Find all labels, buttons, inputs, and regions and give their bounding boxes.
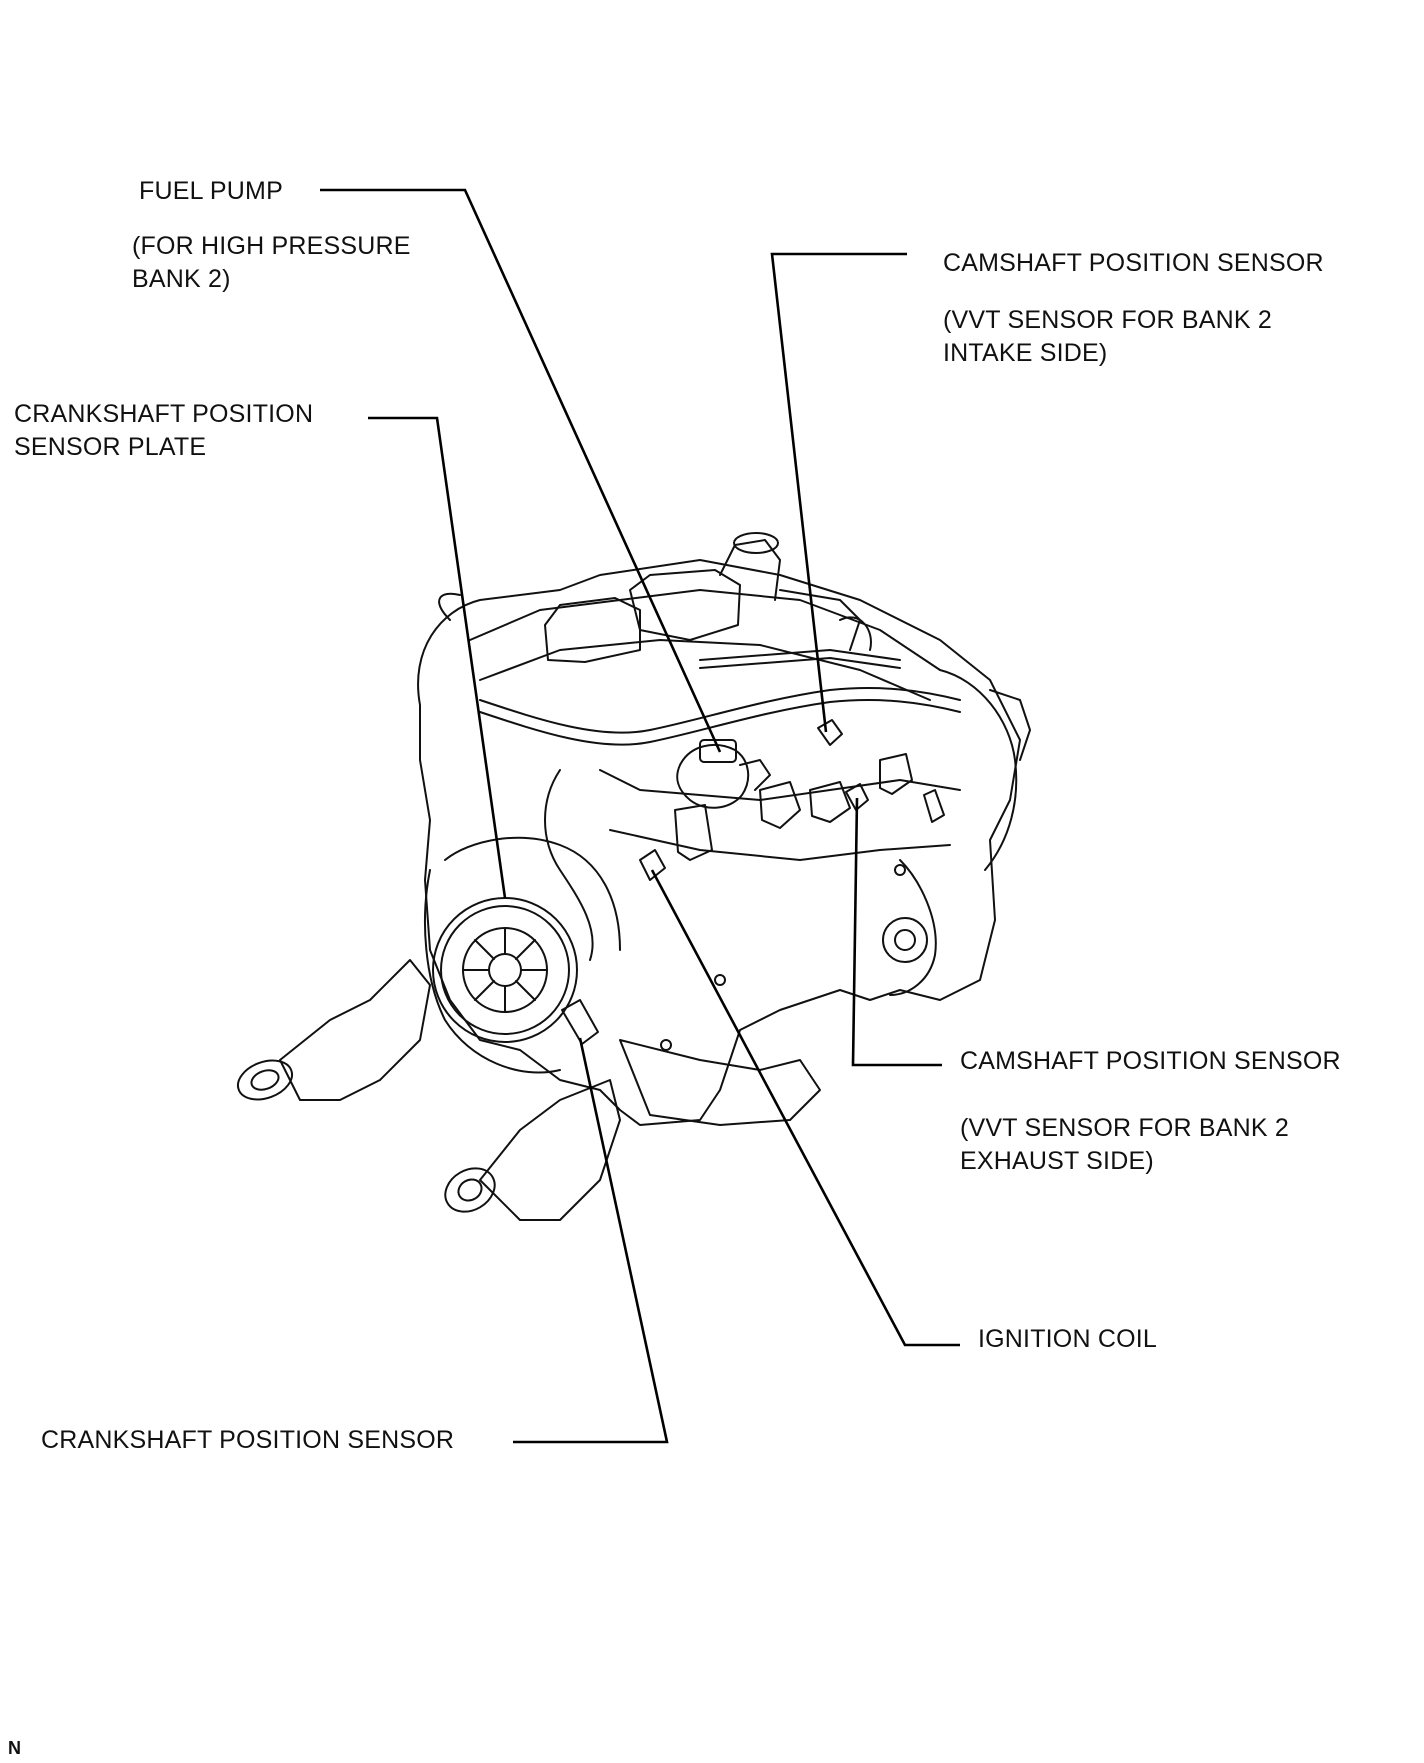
- crankshaft-sensor-leader: [513, 1037, 669, 1444]
- oil-pan: [619, 1039, 821, 1126]
- bellhousing-top: [444, 836, 621, 951]
- intake-manifold-top: [469, 589, 941, 671]
- ignition-coil-label: IGNITION COIL: [978, 1325, 1158, 1353]
- fuel-pump-note-line-1: (FOR HIGH PRESSURE: [132, 232, 411, 260]
- fuel-pump-bracket: [674, 804, 713, 861]
- sensor-plate-teeth-ring: [440, 905, 570, 1035]
- sensor-plate-outer: [432, 897, 578, 1043]
- leader-lines: [320, 188, 960, 1444]
- ignition-coil-shape-4: [639, 849, 666, 881]
- camshaft-intake-sensor-label: CAMSHAFT POSITION SENSOR: [943, 249, 1324, 277]
- fuel-rail-1: [479, 687, 961, 734]
- catalytic-converter-left: [279, 959, 431, 1101]
- front-pipe: [544, 769, 594, 961]
- filler-cap-top: [733, 532, 779, 554]
- right-end-detail: [989, 689, 1031, 761]
- hose-detail-1: [438, 592, 461, 621]
- crankshaft-plate-label-line-1: CRANKSHAFT POSITION: [14, 400, 314, 428]
- fuel-pump-leader: [320, 188, 722, 753]
- engine-illustration: [236, 532, 1031, 1221]
- oil-filler-cap: [719, 539, 781, 601]
- camshaft-intake-leader: [770, 252, 907, 733]
- bolt-1: [660, 1039, 672, 1051]
- ignition-coil-leader: [650, 869, 960, 1347]
- corner-mark: N: [8, 1738, 21, 1758]
- bolt-3: [894, 864, 906, 876]
- camshaft-exhaust-note-line-1: (VVT SENSOR FOR BANK 2: [960, 1114, 1290, 1142]
- top-cover-center: [629, 569, 741, 641]
- bellhousing-curve: [424, 869, 561, 1074]
- ignition-coil-shape-2: [809, 781, 851, 823]
- cam-sensor-exhaust-shape: [845, 783, 869, 811]
- right-flange: [444, 1167, 496, 1213]
- crankshaft-sensor-shape: [561, 999, 599, 1045]
- bolt-2: [714, 974, 726, 986]
- camshaft-intake-note-line-1: (VVT SENSOR FOR BANK 2: [943, 306, 1273, 334]
- fuel-pump-note-line-2: BANK 2): [132, 265, 231, 293]
- fuel-pump-body: [676, 744, 750, 809]
- ignition-coil-shape-3: [879, 753, 913, 795]
- right-flange-hole: [457, 1178, 483, 1202]
- catalytic-converter-right: [479, 1079, 621, 1221]
- fuel-line-upper-2: [699, 657, 901, 669]
- fuel-pump-top: [699, 739, 737, 763]
- crankshaft-plate-label-line-2: SENSOR PLATE: [14, 433, 207, 461]
- crankshaft-plate-leader: [368, 416, 507, 899]
- camshaft-exhaust-note-line-2: EXHAUST SIDE): [960, 1147, 1154, 1175]
- timing-cover-lower: [889, 859, 937, 996]
- timing-cover-outer: [939, 669, 1018, 871]
- engine-block-outline: [417, 559, 1021, 1126]
- pulley: [882, 917, 928, 963]
- camshaft-exhaust-leader: [851, 797, 942, 1067]
- pulley-hub: [894, 929, 916, 951]
- fuel-pump-label: FUEL PUMP: [139, 177, 283, 205]
- camshaft-exhaust-sensor-label: CAMSHAFT POSITION SENSOR: [960, 1047, 1341, 1075]
- hose-detail-2: [839, 616, 872, 651]
- cylinder-head-lower: [609, 829, 951, 861]
- left-flange: [236, 1059, 294, 1101]
- fuel-pump-outlet: [739, 759, 771, 791]
- fuel-line-upper: [699, 649, 901, 661]
- ignition-coil-shape-1: [759, 781, 801, 829]
- camshaft-intake-note-line-2: INTAKE SIDE): [943, 339, 1108, 367]
- cam-sensor-intake-shape: [817, 719, 843, 746]
- left-flange-hole: [250, 1069, 280, 1091]
- spring-coil: [923, 789, 945, 823]
- sensor-plate-spokes: [462, 927, 548, 1013]
- fuel-rail-2: [479, 699, 961, 746]
- crankshaft-sensor-label: CRANKSHAFT POSITION SENSOR: [41, 1426, 455, 1454]
- top-cover-left: [544, 597, 641, 663]
